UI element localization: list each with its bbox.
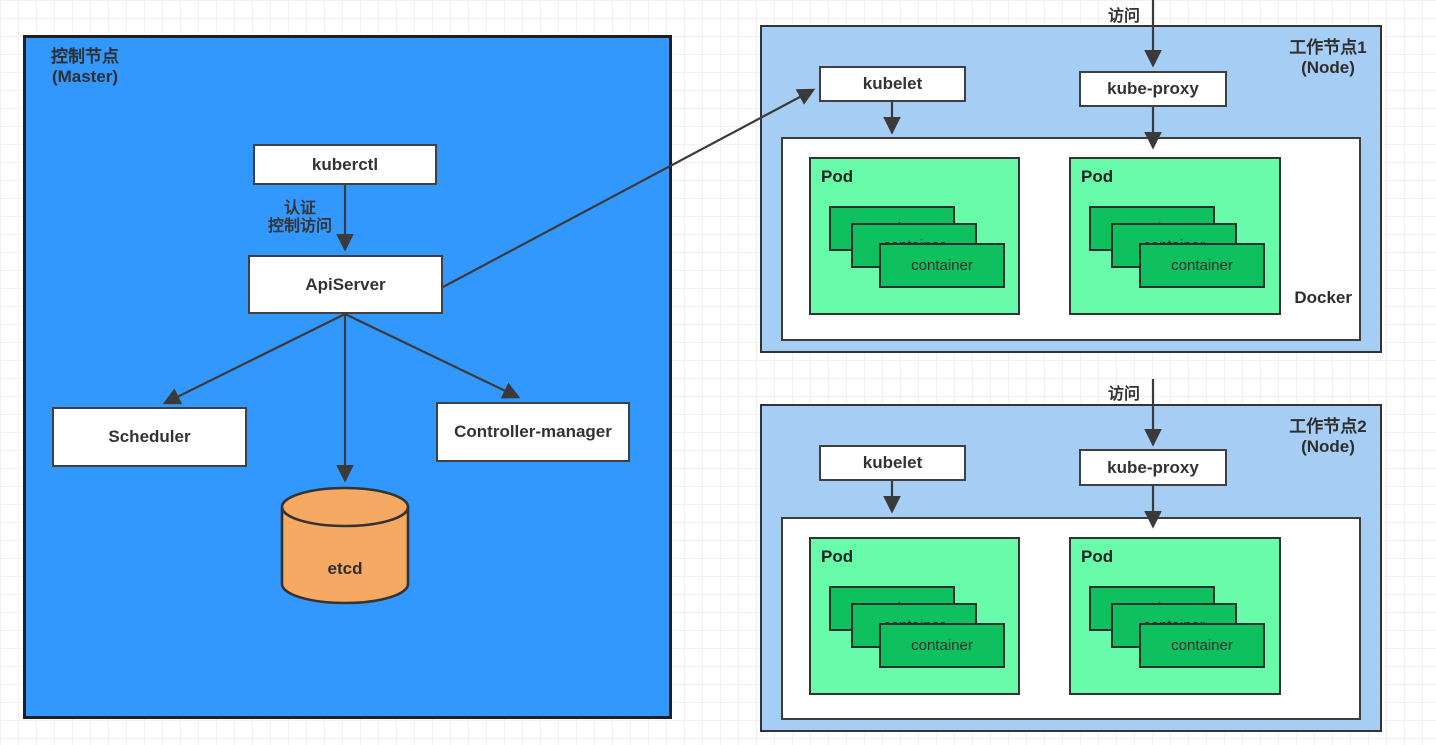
controller-manager-box: Controller-manager [436, 402, 630, 462]
pod-box: Pod container container container [809, 157, 1020, 315]
container-box: container [879, 243, 1005, 288]
container-box: container [1139, 243, 1265, 288]
worker-node-2-title: 工作节点2 (Node) [1263, 417, 1393, 457]
pod-box: Pod container container container [809, 537, 1020, 695]
master-title-line2: (Master) [51, 67, 119, 86]
pod-label: Pod [1081, 167, 1114, 186]
apiserver-label: ApiServer [305, 274, 386, 294]
worker-node-1-title-line1: 工作节点1 [1289, 38, 1367, 57]
pod-label: Pod [1081, 547, 1114, 566]
kubelet-box-node1: kubelet [819, 66, 966, 102]
kubelet-label-node2: kubelet [862, 453, 923, 472]
worker-node-1-title-line2: (Node) [1301, 58, 1355, 77]
pod-box: Pod container container container [1069, 157, 1281, 315]
kubelet-box-node2: kubelet [819, 445, 966, 481]
kube-proxy-box-node2: kube-proxy [1079, 449, 1227, 486]
pod-label: Pod [821, 167, 854, 186]
master-node-box: 控制节点 (Master) [23, 35, 672, 719]
worker-node-2-title-line2: (Node) [1301, 437, 1355, 456]
pod-label: Pod [821, 547, 854, 566]
etcd-cylinder: etcd [280, 486, 410, 605]
container-box: container [1139, 623, 1265, 668]
worker-node-1-title: 工作节点1 (Node) [1263, 38, 1393, 78]
access-label-node1: 访问 [1107, 8, 1140, 25]
master-title: 控制节点 (Master) [33, 47, 137, 87]
kuberctl-label: kuberctl [311, 154, 379, 174]
scheduler-box: Scheduler [52, 407, 247, 467]
scheduler-label: Scheduler [108, 427, 191, 446]
etcd-label: etcd [328, 559, 363, 578]
auth-edge-label-line1: 认证 [283, 200, 316, 217]
auth-edge-label-line2: 控制访问 [267, 218, 332, 235]
pod-box: Pod container container container [1069, 537, 1281, 695]
kube-proxy-box-node1: kube-proxy [1079, 71, 1227, 107]
kube-proxy-label-node2: kube-proxy [1107, 457, 1199, 477]
worker-node-2-title-line1: 工作节点2 [1289, 417, 1367, 436]
container-box: container [879, 623, 1005, 668]
auth-edge-label: 认证 控制访问 [250, 200, 350, 236]
access-label-node2: 访问 [1107, 386, 1140, 403]
master-title-line1: 控制节点 [51, 47, 119, 66]
apiserver-box: ApiServer [248, 255, 443, 314]
kubelet-label-node1: kubelet [862, 74, 923, 93]
kuberctl-box: kuberctl [253, 144, 437, 185]
docker-label-node1: Docker [1294, 288, 1352, 307]
controller-manager-label: Controller-manager [454, 422, 612, 441]
kube-proxy-label-node1: kube-proxy [1107, 79, 1199, 98]
